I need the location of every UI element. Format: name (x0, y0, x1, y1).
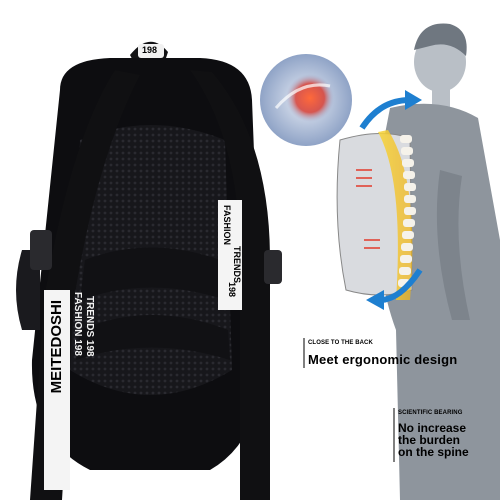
padding-seam (80, 247, 226, 300)
left-strap-trends: TRENDS 198 (84, 296, 95, 357)
spine-line-1: No increase (398, 421, 467, 435)
ergonomic-headline: Meet ergonomic design (308, 352, 458, 367)
left-strap-band (44, 290, 70, 490)
arm (436, 170, 470, 320)
neck (432, 86, 450, 108)
shoulder-xray-inset (260, 54, 352, 146)
spine-line-2: the burden (398, 433, 460, 447)
spine-line-3: on the spine (398, 445, 469, 459)
arrow-up-head (405, 90, 422, 110)
right-strap-year: 198 (227, 282, 237, 298)
hang-loop-tag (138, 44, 164, 58)
head (414, 32, 466, 92)
backpack (16, 41, 282, 500)
left-strap-brand: MEITEDOSHI (48, 300, 65, 394)
padding-seam (76, 315, 230, 360)
buckle (30, 230, 52, 270)
right-strap-trends: TRENDS (232, 246, 242, 284)
hair (414, 23, 467, 56)
pressure-marks (356, 169, 380, 249)
hang-loop-label: 198 (142, 45, 158, 55)
buckle (264, 250, 282, 284)
arrow-down-head (366, 290, 384, 310)
right-strap (190, 70, 270, 500)
man-illustration (336, 23, 500, 500)
xray-bone (274, 83, 331, 109)
close-to-back-caption: CLOSE TO THE BACK (308, 340, 373, 346)
left-strap-fashion: FASHION 198 (72, 292, 83, 356)
scientific-bearing-caption: SCIENTIFIC BEARING (398, 410, 463, 416)
right-strap-fashion: FASHION (222, 205, 232, 246)
right-strap-band (218, 200, 242, 310)
pain-spot (286, 74, 334, 122)
